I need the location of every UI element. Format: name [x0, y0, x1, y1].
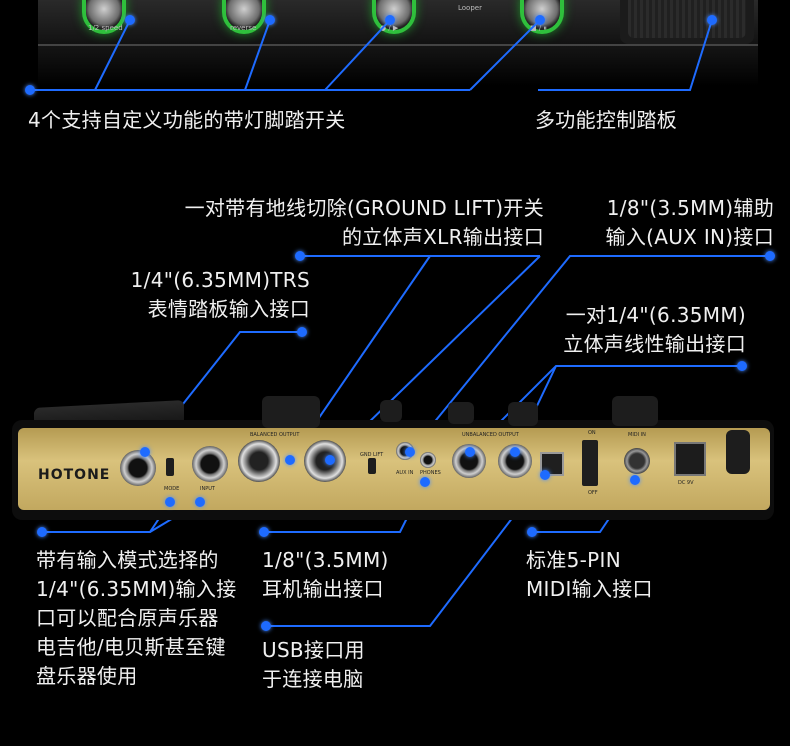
callout-dot-trs-jack [140, 447, 150, 457]
callout-dot-footswitches [25, 85, 35, 95]
midi-in-port[interactable] [624, 448, 650, 474]
top-knob-5 [612, 396, 658, 426]
xlr-output-left[interactable] [238, 440, 280, 482]
unbalanced-output-label: UNBALANCED OUTPUT [462, 432, 519, 438]
xlr-callout-line2: 的立体声XLR输出接口 [341, 225, 544, 249]
power-off-label: OFF [588, 490, 598, 496]
brand-logo: HOTONE [38, 467, 111, 483]
phones-callout-line1: 1/8"(3.5MM) [262, 548, 389, 572]
callout-dot-xlr [295, 251, 305, 261]
callout-dot-phones [259, 527, 269, 537]
callout-dot-lineout-r [510, 447, 520, 457]
lineout-callout-line1: 一对1/4"(6.35MM) [565, 303, 746, 327]
callout-dot-aux [765, 251, 775, 261]
switch-label-1: 1/2 speed [88, 24, 123, 32]
callout-dot-input [37, 527, 47, 537]
top-knob-2 [380, 400, 402, 422]
callout-dot-usb-port [540, 470, 550, 480]
footswitch-1[interactable] [86, 0, 122, 30]
input-callout-line1: 带有输入模式选择的 [36, 548, 219, 572]
input-jack[interactable] [192, 446, 228, 482]
switch-label-2: reverse [230, 24, 257, 32]
callout-dot-midi [527, 527, 537, 537]
expression-pedal-callout: 多功能控制踏板 [535, 108, 678, 132]
callout-dot-fs4 [535, 15, 545, 25]
midi-callout-line1: 标准5-PIN [526, 548, 621, 572]
input-callout-line5: 盘乐器使用 [36, 664, 138, 688]
xlr-callout-line1: 一对带有地线切除(GROUND LIFT)开关 [184, 196, 544, 220]
callout-dot-midi-port [630, 475, 640, 485]
callout-dot-input-jack [195, 497, 205, 507]
callout-dot-phones-jack [420, 477, 430, 487]
balanced-output-label: BALANCED OUTPUT [250, 432, 300, 438]
callout-dot-aux-jack [405, 447, 415, 457]
aux-in-label: AUX IN [396, 470, 414, 476]
footswitch-3[interactable] [376, 0, 412, 30]
rear-bumper [726, 430, 750, 474]
input-label: INPUT [200, 486, 215, 492]
dc-power-jack[interactable] [674, 442, 706, 476]
trs-callout-line1: 1/4"(6.35MM)TRS [130, 268, 310, 292]
callout-dot-usb [261, 621, 271, 631]
midi-callout-line2: MIDI输入接口 [526, 577, 653, 601]
top-knob-1 [262, 396, 320, 428]
dc-label: DC 9V [678, 480, 694, 486]
aux-callout-line1: 1/8"(3.5MM)辅助 [606, 196, 774, 220]
callout-dot-xlr-left [285, 455, 295, 465]
callout-dot-xlr-right [325, 455, 335, 465]
aux-callout-line2: 输入(AUX IN)接口 [605, 225, 774, 249]
usb-callout-line1: USB接口用 [262, 638, 365, 662]
callout-dot-lineout [737, 361, 747, 371]
power-on-label: ON [588, 430, 596, 436]
phones-callout-line2: 耳机输出接口 [262, 577, 384, 601]
mode-label: MODE [164, 486, 180, 492]
phones-label: PHONES [420, 470, 441, 476]
callout-dot-fs2 [265, 15, 275, 25]
callout-dot-expression [707, 15, 717, 25]
trs-callout-line2: 表情踏板输入接口 [147, 297, 310, 321]
callout-dot-trs [297, 327, 307, 337]
input-callout-line2: 1/4"(6.35MM)输入接 [36, 577, 237, 601]
usb-callout-line2: 于连接电脑 [262, 667, 364, 691]
reflection [38, 46, 758, 86]
switch-label-3: ● / ▶ [380, 24, 399, 32]
footswitch-2[interactable] [226, 0, 262, 30]
switch-label-4: ■ / ⏸ [530, 24, 547, 32]
top-knob-3 [448, 402, 474, 424]
power-switch[interactable] [582, 440, 598, 486]
mode-switch[interactable] [166, 458, 174, 476]
callout-dot-mode [165, 497, 175, 507]
midi-in-label: MIDI IN [628, 432, 646, 438]
callout-dot-lineout-l [465, 447, 475, 457]
input-callout-line3: 口可以配合原声乐器 [36, 606, 219, 630]
expression-pedal[interactable] [620, 0, 754, 44]
phones-jack[interactable] [420, 452, 436, 468]
lineout-callout-line2: 立体声线性输出接口 [563, 332, 746, 356]
looper-label: Looper [458, 4, 482, 12]
ground-lift-switch[interactable] [368, 458, 376, 474]
input-callout-line4: 电吉他/电贝斯甚至键 [36, 635, 226, 659]
footswitches-callout: 4个支持自定义功能的带灯脚踏开关 [28, 108, 346, 132]
gnd-lift-label: GND LIFT [360, 452, 384, 458]
callout-dot-fs1 [125, 15, 135, 25]
top-knob-4 [508, 402, 538, 426]
callout-dot-fs3 [385, 15, 395, 25]
exp-pedal-jack[interactable] [120, 450, 156, 486]
